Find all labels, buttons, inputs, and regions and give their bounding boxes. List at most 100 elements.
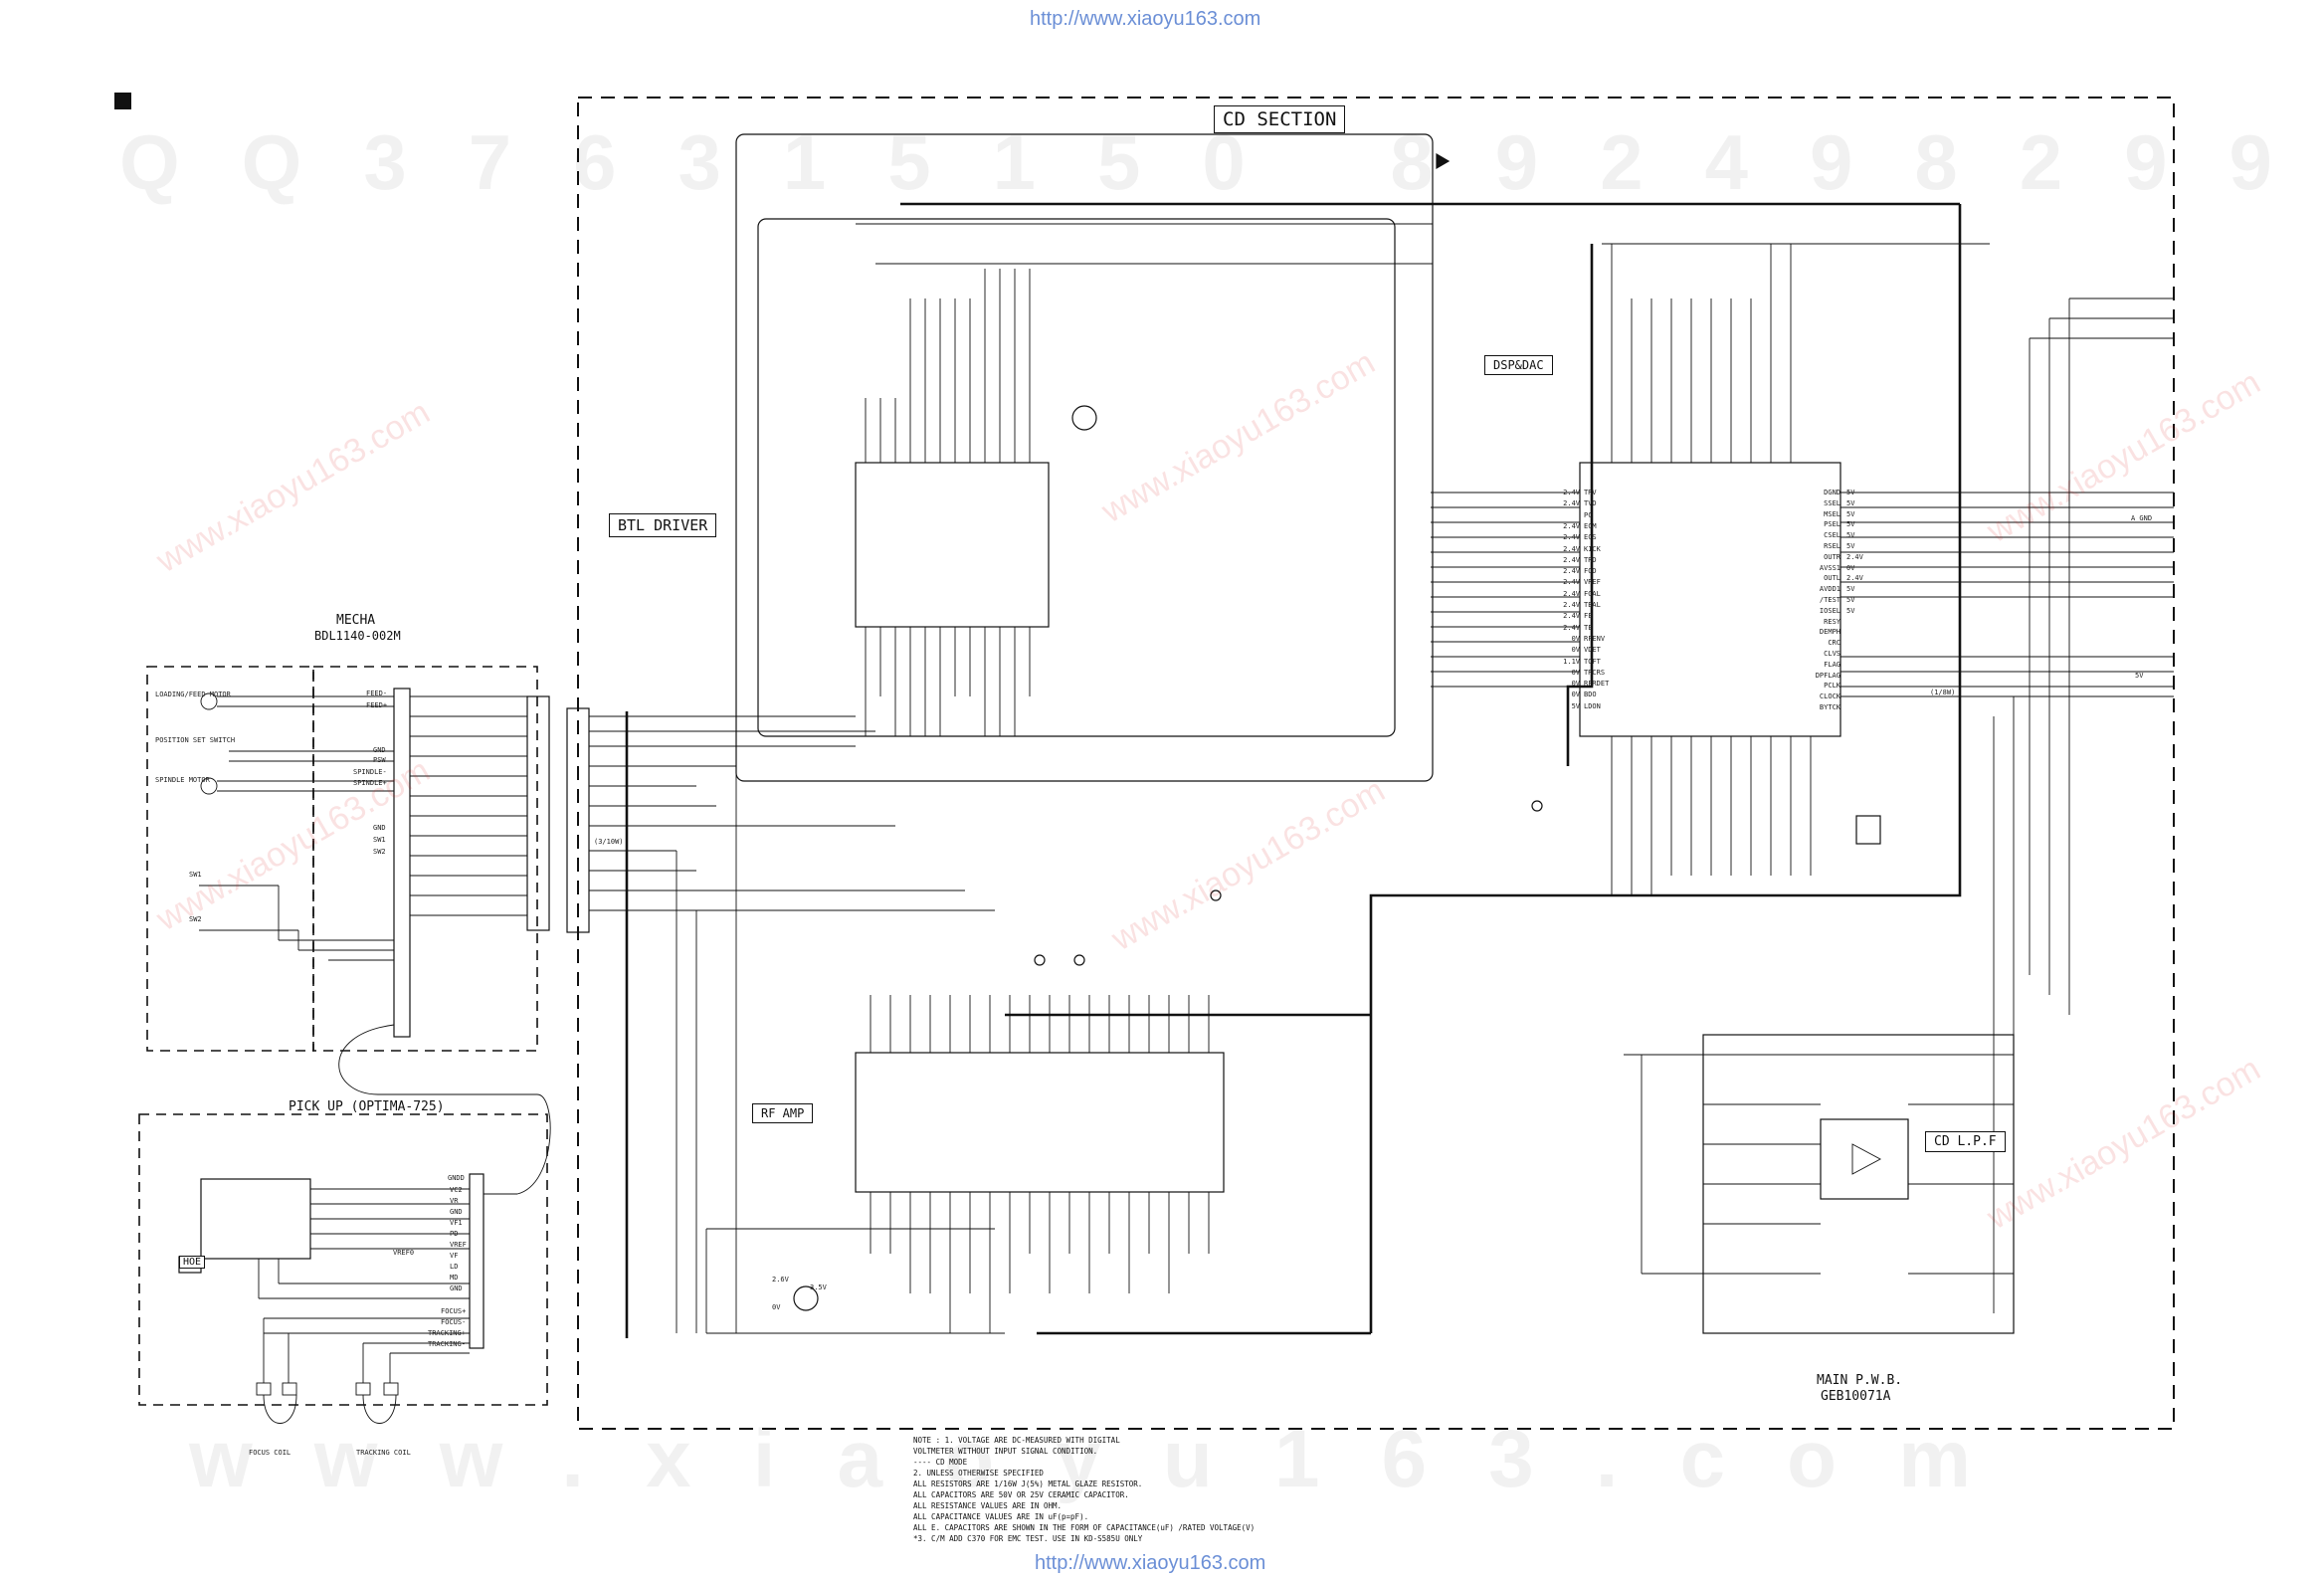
mecha-signal: GND [373,824,386,832]
url-top[interactable]: http://www.xiaoyu163.com [1030,8,1261,30]
url-bottom[interactable]: http://www.xiaoyu163.com [1035,1552,1266,1574]
dsp-pin-label: FE [1584,612,1593,621]
note-line: *3. C/M ADD C370 FOR EMC TEST. USE IN KD… [913,1534,1143,1543]
dsp-pin-label: BDO [1584,691,1597,699]
dsp-pin-label: FLAG [1824,660,1840,669]
pickup-title: PICK UP (OPTIMA-725) [289,1099,445,1114]
dsp-pin-label: 2.4V [1563,567,1580,576]
dsp-pin-label: RESY [1824,617,1840,626]
dsp-pin-label: TBAL [1584,601,1601,609]
dsp-pin-label: 1.1V [1563,657,1580,666]
mecha-signal: SW1 [373,836,386,844]
tracking-coil-label: TRACKING COIL [356,1449,411,1457]
dsp-pin-label: 0V [1571,691,1580,699]
mecha-part-position-switch: POSITION SET SWITCH [155,736,236,744]
dsp-pin-label: ECS [1584,533,1597,542]
dsp-pin-label: OUTL [1824,574,1840,583]
resistor-1-8w: (1/8W) [1930,689,1956,696]
dsp-pin-label: 2.4V [1563,601,1580,609]
mecha-signal: SPINDLE- [353,768,387,776]
mecha-part-spindle-motor: SPINDLE MOTOR [155,776,210,784]
mecha-part-number: BDL1140-002M [314,629,401,643]
pickup-signal: GND [450,1208,463,1216]
mecha-signal: PSW [373,756,386,764]
note-line: ALL CAPACITORS ARE 50V OR 25V CERAMIC CA… [913,1490,1129,1499]
dsp-dac-label: DSP&DAC [1484,355,1553,375]
dsp-pin-label: 5V [1846,489,1855,496]
pickup-ic [200,1178,311,1260]
rf-amp-ic [855,1052,1225,1193]
pickup-signal: GNDD [448,1174,465,1182]
mecha-title: MECHA [336,613,376,628]
pickup-signal: FOCUS- [441,1318,467,1326]
dsp-pin-label: TVD [1584,499,1597,508]
dsp-pin-label: TRCRS [1584,668,1606,677]
bias-label-2: 3.5V [810,1284,827,1291]
watermark-bottom-site: www.xiaoyu163.com [189,1414,2034,1504]
dsp-pin-label: 2.4V [1563,521,1580,530]
dsp-pin-label: /TEST [1819,596,1840,604]
dsp-pin-label: 5V [1846,596,1855,604]
dsp-pin-label: DGND [1824,489,1840,496]
dsp-pin-label: 2.4V [1846,552,1863,561]
pickup-signal: TRACKING- [428,1340,466,1348]
dsp-pin-label: FGAL [1584,589,1601,598]
bias-label-1: 2.6V [772,1276,789,1284]
pickup-signal: MD [450,1274,459,1282]
dsp-pin-label: TRD [1584,555,1597,564]
crystal-oscillator [1855,815,1881,845]
5v-label: 5V [2135,672,2144,680]
note-line: NOTE : 1. VOLTAGE ARE DC-MEASURED WITH D… [913,1436,1120,1445]
dsp-pin-label: 0V [1846,563,1855,572]
a-gnd-label: A GND [2131,514,2153,522]
main-pwb-title: MAIN P.W.B. [1817,1373,1903,1388]
bias-label-3: 0V [772,1303,781,1311]
mecha-signal: FEED- [366,690,388,697]
dsp-pin-label: RFRDET [1584,680,1610,689]
pickup-signal: VREF [450,1241,467,1249]
btl-region [735,133,1434,782]
dsp-pin-label: TE [1584,623,1593,632]
watermark-top-numbers: QQ376315150 892498299 [119,118,2324,206]
dsp-pin-label: CSEL [1824,531,1840,540]
dsp-pin-label: TOFT [1584,657,1601,666]
note-line: ALL RESISTORS ARE 1/16W J(5%) METAL GLAZ… [913,1480,1143,1488]
pickup-signal: VF [450,1252,459,1260]
connector-cn1 [526,695,550,931]
focus-coil-label: FOCUS COIL [249,1449,291,1457]
connector-pickup [469,1173,484,1349]
dsp-pin-label: 5V [1846,531,1855,540]
dsp-pin-label: ECM [1584,521,1597,530]
mecha-signal: SPINDLE+ [353,779,387,787]
dsp-pin-label: PCLK [1824,682,1840,691]
dsp-pin-label: 5V [1846,542,1855,550]
pickup-signal: LD [450,1263,459,1271]
dsp-pin-label: LDON [1584,701,1601,710]
note-line: ALL RESISTANCE VALUES ARE IN OHM. [913,1501,1063,1510]
mecha-signal: FEED+ [366,701,388,709]
dsp-pin-label: 0V [1571,668,1580,677]
pickup-signal: VC2 [450,1186,463,1194]
dsp-pin-label: 5V [1571,701,1580,710]
dsp-pin-label: BYTCK [1819,703,1840,711]
dsp-pin-label: 2.4V [1563,589,1580,598]
dsp-pin-label: 5V [1846,509,1855,518]
dsp-pin-label: 2.4V [1846,574,1863,583]
dsp-pin-label: KICK [1584,544,1601,553]
dsp-pin-label: PC [1584,510,1593,519]
cd-lpf-label: CD L.P.F [1925,1131,2006,1152]
dsp-pin-label: VDET [1584,646,1601,655]
dsp-pin-label: PSEL [1824,520,1840,529]
dsp-pin-label: CLOCK [1819,692,1840,701]
dsp-pin-label: SSEL [1824,498,1840,507]
vref-label: VREF0 [393,1249,415,1257]
resistor-3-10w: (3/10W) [594,838,624,846]
btl-driver-ic [855,462,1050,628]
loading-feed-motor-symbol [200,692,218,710]
dsp-pin-label: 2.4V [1563,489,1580,496]
btl-driver-label: BTL DRIVER [609,513,717,537]
dsp-pin-label: RSEL [1824,542,1840,550]
dsp-pin-label: 2.4V [1563,533,1580,542]
section-marker [114,93,131,109]
main-pwb-part: GEB10071A [1821,1389,1891,1404]
